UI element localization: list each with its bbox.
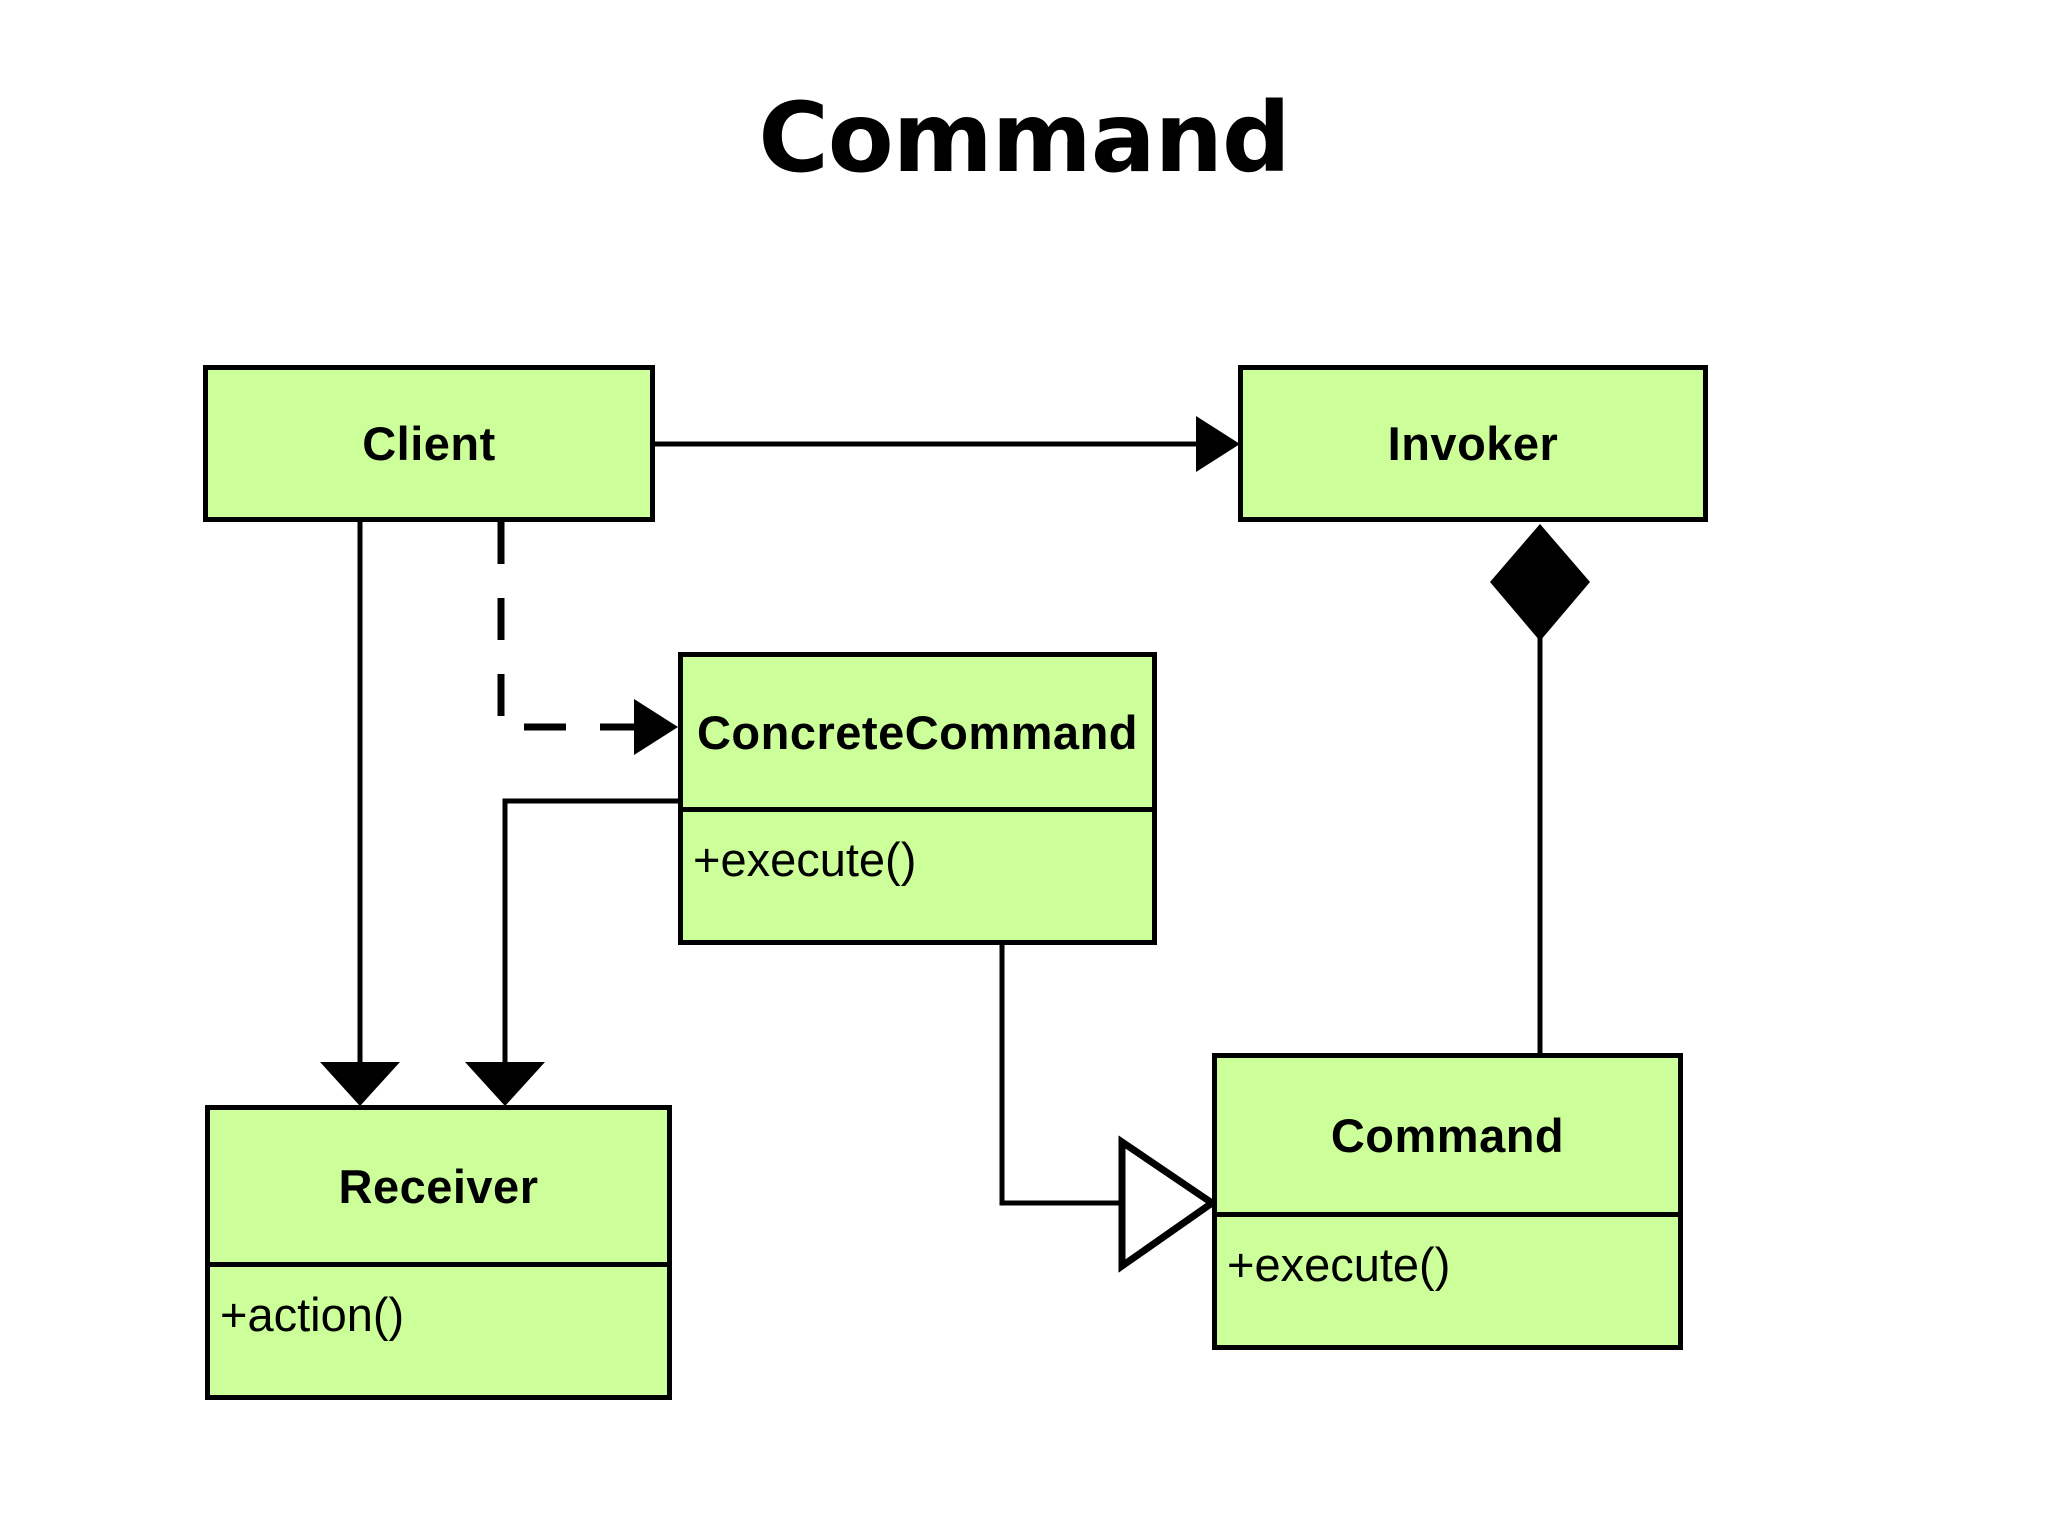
edge-client-to-invoker <box>655 416 1240 472</box>
uml-class-name: ConcreteCommand <box>696 705 1138 759</box>
edge-invoker-to-command <box>1490 524 1590 1053</box>
uml-class-receiver[interactable]: Receiver +action() <box>205 1105 672 1400</box>
uml-operation: +execute() <box>693 833 917 886</box>
page-title: Command <box>758 82 1290 194</box>
uml-class-command[interactable]: Command +execute() <box>1212 1053 1683 1350</box>
uml-operation: +action() <box>220 1288 405 1341</box>
compartment-divider <box>210 1262 667 1267</box>
compartment-divider <box>1217 1212 1678 1217</box>
uml-class-invoker[interactable]: Invoker <box>1238 365 1708 522</box>
edge-concrete-command-to-command <box>999 945 1219 1273</box>
uml-class-name: Client <box>362 417 496 470</box>
compartment-divider <box>683 807 1152 812</box>
uml-operation: +execute() <box>1227 1238 1451 1291</box>
edge-concrete-command-to-receiver <box>465 798 678 1106</box>
uml-class-name: Invoker <box>1387 417 1559 470</box>
uml-class-client[interactable]: Client <box>203 365 655 522</box>
uml-class-name: Receiver <box>338 1159 539 1213</box>
uml-class-concrete-command[interactable]: ConcreteCommand +execute() <box>678 652 1157 945</box>
edge-client-to-receiver <box>320 522 400 1106</box>
uml-class-name: Command <box>1330 1108 1565 1162</box>
edge-client-to-concrete-command <box>497 522 678 755</box>
